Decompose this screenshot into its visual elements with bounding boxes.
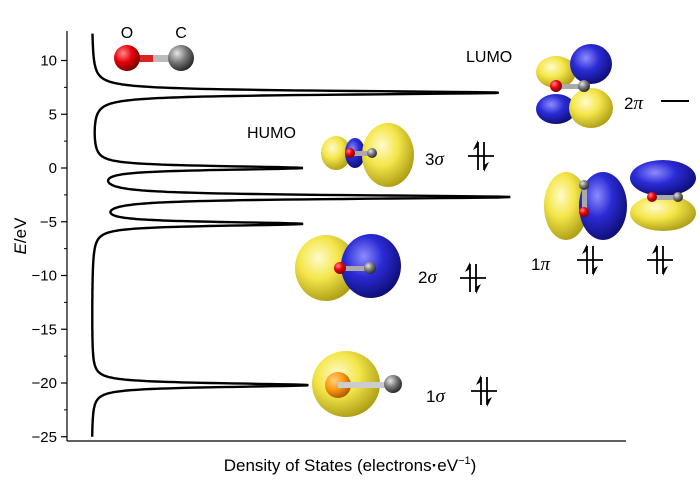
label-1pi: 1π xyxy=(531,254,550,275)
label-3sigma-index: 3 xyxy=(425,150,434,169)
oxygen-atom xyxy=(647,192,657,202)
orbital-1pi: 1π xyxy=(531,160,696,276)
y-tick-label: −15 xyxy=(32,321,57,338)
electron-pair-arrows xyxy=(468,140,494,172)
carbon-atom xyxy=(364,262,376,274)
bond xyxy=(582,185,587,215)
y-tick-label: 5 xyxy=(49,106,57,123)
electron-pair-arrows xyxy=(460,262,486,294)
label-1sigma-symbol: σ xyxy=(435,386,445,407)
lobe-blue xyxy=(536,94,576,124)
y-ticks: 10 5 0 −5 −10 −15 −20 −25 xyxy=(32,53,67,446)
label-1pi-index: 1 xyxy=(531,255,540,274)
oxygen-atom xyxy=(114,45,140,71)
orbital-2sigma: 2σ xyxy=(295,234,486,301)
carbon-atom xyxy=(578,80,590,92)
label-1pi-symbol: π xyxy=(540,254,550,275)
label-3sigma: 3σ xyxy=(425,149,444,170)
carbon-atom xyxy=(384,375,402,393)
bond-red-half xyxy=(127,55,153,62)
lobe-yellow xyxy=(362,123,414,187)
label-2sigma: 2σ xyxy=(418,267,437,288)
label-1sigma: 1σ xyxy=(426,386,445,407)
label-2sigma-symbol: σ xyxy=(427,267,437,288)
carbon-atom xyxy=(367,148,377,158)
label-2pi-index: 2 xyxy=(624,94,633,113)
y-axis-unit: /eV xyxy=(11,217,30,243)
label-2sigma-index: 2 xyxy=(418,268,427,287)
carbon-atom xyxy=(579,180,589,190)
lobe-blue xyxy=(630,160,696,196)
co-molecule: O C xyxy=(114,25,194,71)
y-tick-label: 0 xyxy=(49,160,57,177)
oxygen-atom xyxy=(334,262,346,274)
oxygen-label: O xyxy=(121,25,133,42)
y-tick-label: 10 xyxy=(40,53,57,70)
bond xyxy=(556,84,584,89)
orbital-1sigma: 1σ xyxy=(312,351,497,417)
x-axis-title: Density of States (electrons·eV−1) xyxy=(224,455,477,475)
lobe-yellow xyxy=(569,88,613,128)
lobe-blue xyxy=(579,172,627,240)
x-axis-dot: · xyxy=(432,456,438,475)
bond xyxy=(127,55,181,62)
bond xyxy=(652,195,678,200)
carbon-label: C xyxy=(175,25,187,42)
humo-tag: HUMO xyxy=(247,125,296,142)
y-tick-label: −20 xyxy=(32,375,57,392)
carbon-atom xyxy=(673,192,683,202)
dos-curve xyxy=(91,33,511,437)
bond xyxy=(340,266,370,271)
y-tick-label: −5 xyxy=(40,214,57,231)
lobe-yellow xyxy=(321,136,351,170)
label-2pi: 2π xyxy=(624,93,643,114)
oxygen-atom xyxy=(345,148,355,158)
orbital-2pi: LUMO 2π xyxy=(466,44,689,128)
lobe-yellow xyxy=(544,172,588,240)
y-axis-title: E/eV xyxy=(11,217,30,255)
oxygen-atom xyxy=(579,207,589,217)
lobe-yellow xyxy=(630,195,696,231)
lobe-yellow xyxy=(295,235,357,301)
electron-pair-arrows xyxy=(471,375,497,407)
label-3sigma-symbol: σ xyxy=(434,149,444,170)
lobe-yellow xyxy=(536,56,576,88)
bond xyxy=(350,151,372,156)
oxygen-atom xyxy=(550,80,562,92)
lumo-tag: LUMO xyxy=(466,49,512,66)
lobe-blue xyxy=(570,44,612,84)
electron-pair-arrows xyxy=(577,244,603,276)
y-tick-label: −10 xyxy=(32,268,57,285)
x-axis-main: Density of States (electrons xyxy=(224,456,432,475)
electron-pair-arrows xyxy=(647,244,673,276)
bond xyxy=(338,382,393,388)
label-2pi-symbol: π xyxy=(633,93,643,114)
x-axis-sup: −1 xyxy=(458,455,471,467)
x-axis-close: ) xyxy=(471,456,477,475)
carbon-atom xyxy=(168,45,194,71)
y-axis-symbol: E xyxy=(11,242,30,254)
label-1sigma-index: 1 xyxy=(426,387,435,406)
x-axis-unit: eV xyxy=(437,456,458,475)
orbital-3sigma: HUMO 3σ xyxy=(247,123,494,187)
y-tick-label: −25 xyxy=(32,429,57,446)
